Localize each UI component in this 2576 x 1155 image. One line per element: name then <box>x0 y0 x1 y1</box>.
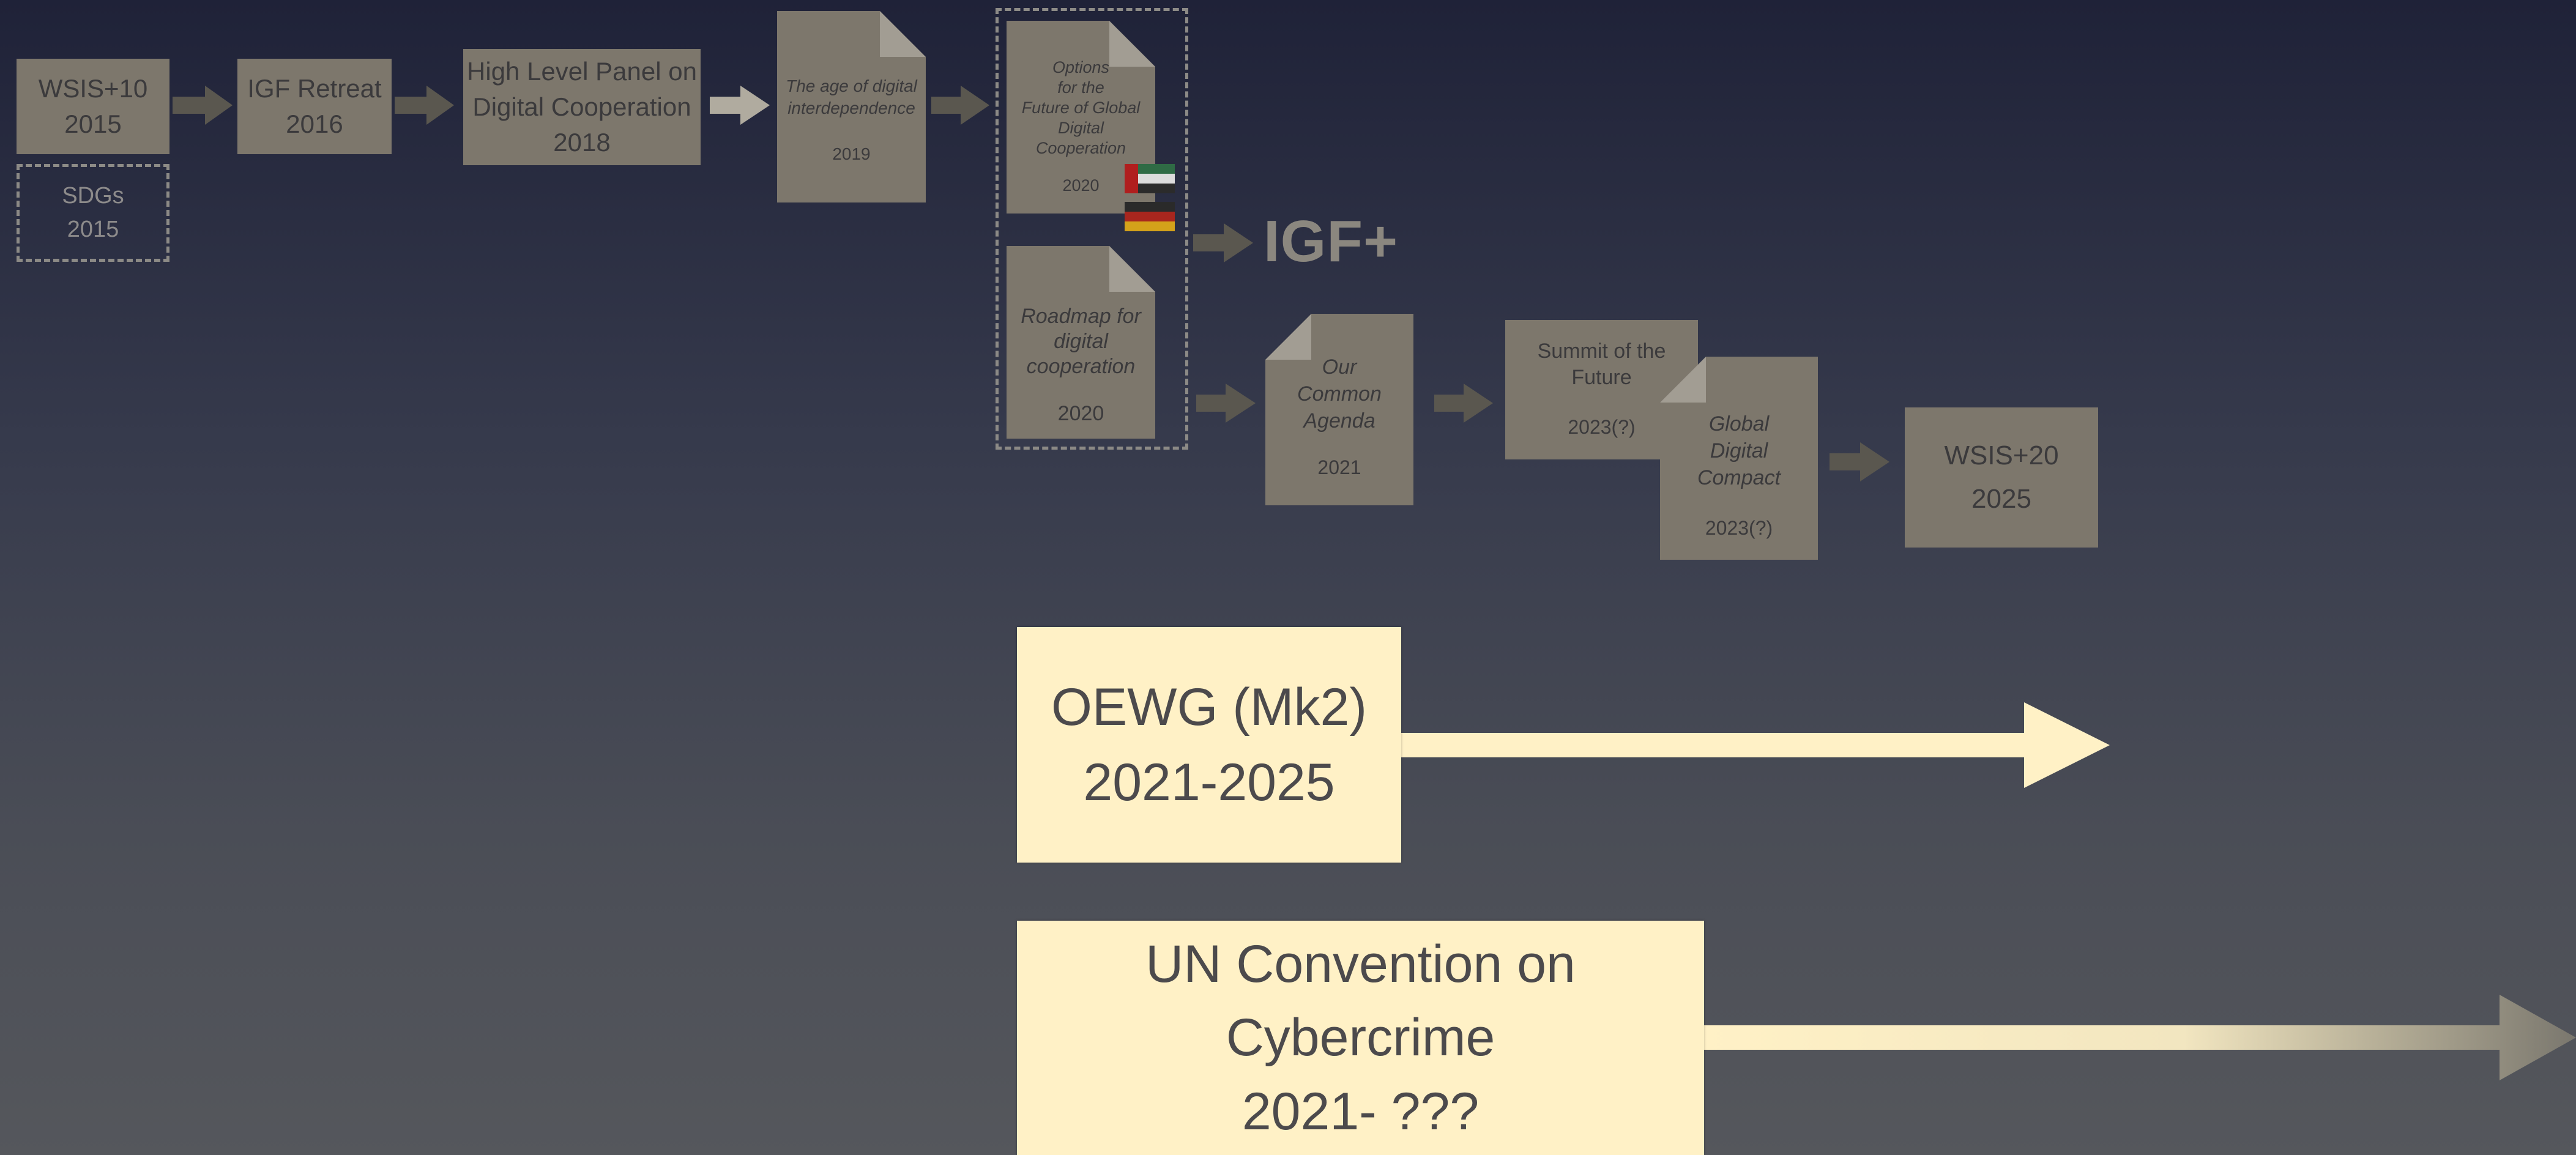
wsis20-title: WSIS+20 <box>1944 440 2059 471</box>
wsis10-title: WSIS+10 <box>38 74 148 103</box>
gdc-line1: Global <box>1708 412 1770 436</box>
wsis10-box: WSIS+10 2015 <box>17 59 169 154</box>
hlp-box: High Level Panel on Digital Cooperation … <box>463 49 701 165</box>
sdgs-title: SDGs <box>62 182 124 209</box>
arrow-age-to-options <box>931 86 989 125</box>
un-docs-group-outline <box>996 8 1188 450</box>
options-line1: Options <box>1052 58 1110 76</box>
wsis10-year: 2015 <box>64 110 122 138</box>
un-convention-line1: UN Convention on <box>1145 934 1576 993</box>
arrow-hlp-to-age <box>710 86 770 125</box>
options-line3: Future of Global <box>1021 98 1141 117</box>
arrow-agenda-to-summit <box>1434 384 1493 423</box>
oewg-title: OEWG (Mk2) <box>1051 678 1367 737</box>
roadmap-line2: digital <box>1054 329 1108 353</box>
options-line4: Digital <box>1057 118 1104 137</box>
igf-plus-label: IGF+ <box>1264 209 1399 274</box>
age-digital-line1: The age of digital <box>786 76 917 95</box>
summit-line2: Future <box>1571 365 1632 389</box>
age-digital-year: 2019 <box>832 144 871 163</box>
wsis20-box: WSIS+20 2025 <box>1905 407 2098 548</box>
options-year: 2020 <box>1062 176 1100 195</box>
options-line2: for the <box>1057 78 1104 97</box>
roadmap-line3: cooperation <box>1026 354 1136 378</box>
arrow-wsis10-to-igf-retreat <box>173 86 233 125</box>
gdc-line3: Compact <box>1697 466 1781 490</box>
germany-flag-icon <box>1125 202 1175 231</box>
age-digital-line2: interdependence <box>787 98 915 118</box>
igf-retreat-title: IGF Retreat <box>247 74 382 103</box>
oewg-timeline-arrow <box>1400 702 2110 788</box>
agenda-line2: Common <box>1297 382 1382 406</box>
un-convention-box: UN Convention on Cybercrime 2021- ??? <box>1017 921 1704 1155</box>
oewg-box: OEWG (Mk2) 2021-2025 <box>1017 627 1401 863</box>
igf-retreat-year: 2016 <box>286 110 343 138</box>
hlp-line1: High Level Panel on <box>467 57 697 86</box>
roadmap-line1: Roadmap for <box>1021 305 1141 328</box>
roadmap-document: Roadmap for digital cooperation 2020 <box>1007 246 1155 439</box>
oewg-years: 2021-2025 <box>1083 752 1335 812</box>
un-convention-line2: Cybercrime <box>1226 1008 1495 1068</box>
agenda-line1: Our <box>1322 355 1357 379</box>
wsis20-year: 2025 <box>1971 483 2031 514</box>
un-convention-years: 2021- ??? <box>1241 1082 1480 1141</box>
gdc-year: 2023(?) <box>1705 517 1773 539</box>
un-convention-timeline-arrow <box>1704 995 2576 1080</box>
arrow-igf-retreat-to-hlp <box>395 86 454 125</box>
agenda-year: 2021 <box>1317 456 1361 478</box>
agenda-line3: Agenda <box>1303 409 1375 433</box>
hlp-line2: Digital Cooperation <box>472 92 691 122</box>
uae-flag-icon <box>1125 164 1175 193</box>
sdgs-year: 2015 <box>67 217 119 242</box>
sdgs-box: SDGs 2015 <box>17 164 169 262</box>
summit-line1: Summit of the <box>1537 340 1666 363</box>
options-line5: Cooperation <box>1035 138 1126 157</box>
summit-year: 2023(?) <box>1568 416 1636 438</box>
age-digital-document: The age of digital interdependence 2019 <box>777 11 926 202</box>
arrow-roadmap-to-agenda <box>1196 384 1256 423</box>
arrow-to-igf-plus <box>1193 223 1253 262</box>
gdc-line2: Digital <box>1710 439 1768 463</box>
common-agenda-document: Our Common Agenda 2021 <box>1265 314 1413 505</box>
arrow-gdc-to-wsis20 <box>1830 442 1889 481</box>
roadmap-year: 2020 <box>1057 402 1104 425</box>
igf-retreat-box: IGF Retreat 2016 <box>237 59 392 154</box>
gdc-document: Global Digital Compact 2023(?) <box>1660 357 1818 560</box>
hlp-year: 2018 <box>553 127 611 157</box>
